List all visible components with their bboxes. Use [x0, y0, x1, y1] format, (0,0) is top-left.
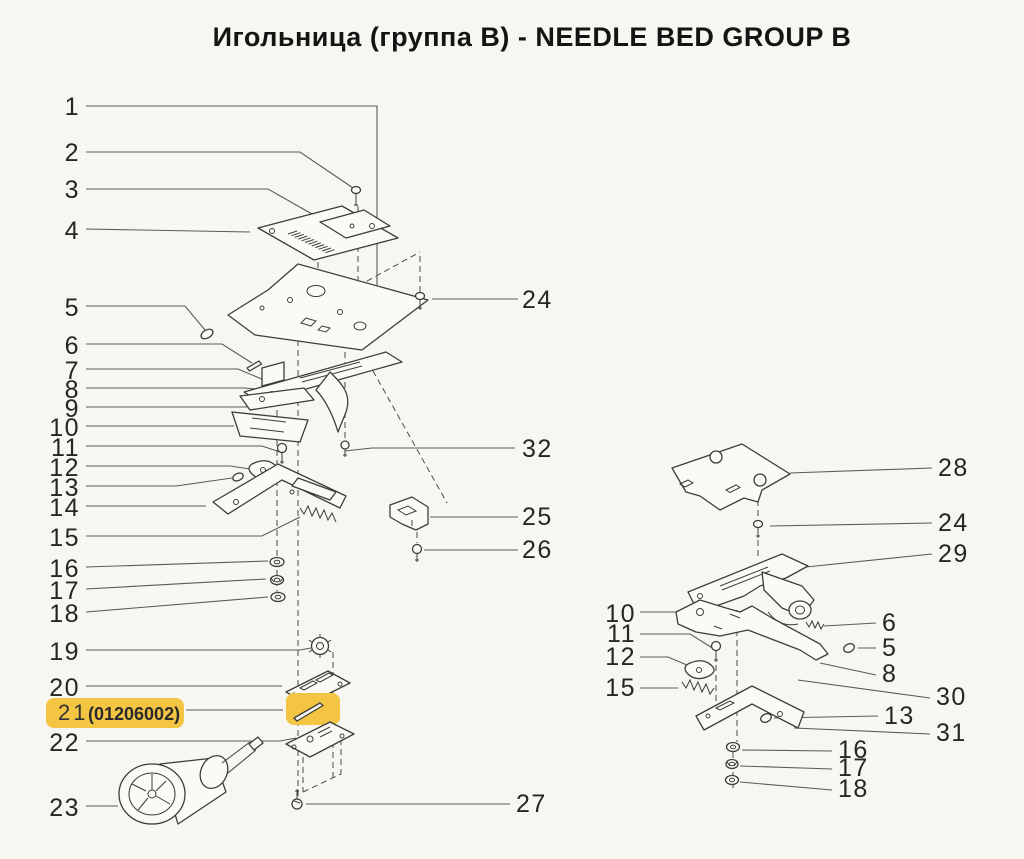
- spring-part-15: [299, 504, 337, 523]
- highlighted-callout-21: 21 (01206002): [46, 698, 184, 728]
- highlighted-pin-part-21: [286, 693, 340, 725]
- lever-plate-part-30: [675, 599, 829, 661]
- highlighted-part-code: (01206002): [88, 704, 180, 724]
- callout-labels-left-view: 1 2 3 4 5 6 7 8 9 10 11 12 13 14 15 16 1…: [49, 93, 80, 822]
- callout-27: 27: [516, 790, 547, 818]
- callout-28: 28: [938, 454, 969, 482]
- mounting-bar: [319, 209, 391, 239]
- v-plate-part-31: [695, 685, 805, 731]
- nut-part-17-right: [725, 758, 739, 770]
- callout-18: 18: [49, 600, 80, 628]
- callout-22: 22: [49, 729, 80, 757]
- callout-24: 24: [522, 286, 553, 314]
- oval-washer-part-13: [232, 472, 244, 482]
- callout-15-right: 15: [605, 674, 636, 702]
- callout-12: 12: [49, 454, 80, 482]
- callout-17-right: 17: [838, 754, 869, 782]
- screw-part-24: [414, 291, 426, 310]
- callout-3: 3: [65, 176, 80, 204]
- callout-30: 30: [936, 683, 967, 711]
- callout-2: 2: [65, 139, 80, 167]
- callout-32: 32: [522, 435, 553, 463]
- callout-14: 14: [49, 494, 80, 522]
- callout-10: 10: [49, 414, 80, 442]
- bracket-part-10: [231, 411, 309, 443]
- bracket-part-25: [389, 496, 429, 531]
- blade-lever-part-8: [315, 371, 349, 433]
- spring-part-6-right: [805, 619, 825, 631]
- callout-17: 17: [49, 577, 80, 605]
- washer-part-18-right: [724, 774, 740, 786]
- oval-washer-part-13-right: [760, 713, 772, 723]
- callout-11: 11: [51, 434, 80, 462]
- callout-5-right: 5: [882, 634, 897, 662]
- leader-lines-left-view: [85, 105, 518, 807]
- washer-part-18: [270, 591, 286, 603]
- callout-highlight: [46, 698, 184, 728]
- plate-assembly-part-22: [285, 721, 355, 758]
- callout-13: 13: [49, 474, 80, 502]
- washer-part-16-right: [725, 741, 741, 753]
- v-plate-part-14: [212, 463, 347, 515]
- rail-roller-part-29: [687, 553, 815, 626]
- callout-8-right: 8: [882, 660, 897, 688]
- callout-12-right: 12: [605, 643, 636, 671]
- callout-20: 20: [49, 674, 80, 702]
- callout-6: 6: [65, 332, 80, 360]
- cam-part-12-right: [684, 660, 715, 680]
- callout-16: 16: [49, 555, 80, 583]
- callout-25: 25: [522, 503, 553, 531]
- screw-part-2: [350, 185, 362, 206]
- callout-labels-right-view-right: 28 24 29 6 5 8 30 13 31 16 17 18: [838, 454, 969, 803]
- nut-part-17: [269, 574, 285, 586]
- callout-18-right: 18: [838, 775, 869, 803]
- callout-16-right: 16: [838, 736, 869, 764]
- screw-part-27: [291, 789, 303, 810]
- cover-plate-part-28: [671, 443, 791, 511]
- knob-part-23: [118, 736, 264, 825]
- callout-11-right: 11: [607, 620, 636, 648]
- base-plate-part-1: [227, 263, 429, 351]
- ball-screw-part-11: [276, 442, 288, 464]
- oval-washer-part-5-right: [843, 643, 855, 653]
- highlighted-part-number: 21: [58, 700, 88, 725]
- callout-23: 23: [49, 794, 80, 822]
- callout-15: 15: [49, 524, 80, 552]
- washer-part-16: [269, 556, 285, 568]
- screw-part-32: [340, 440, 350, 457]
- ball-screw-part-11-right: [710, 640, 722, 662]
- callout-10-right: 10: [605, 600, 636, 628]
- page-title: Игольница (группа B) - NEEDLE BED GROUP …: [212, 22, 852, 52]
- slider-bar-part-7: [243, 351, 403, 403]
- screw-part-26: [411, 543, 423, 562]
- oval-washer-part-5: [200, 328, 214, 340]
- callout-labels-right-view-left: 10 11 12 15: [605, 600, 636, 702]
- callout-19: 19: [49, 638, 80, 666]
- callout-13-right: 13: [884, 702, 915, 730]
- callout-26: 26: [522, 536, 553, 564]
- callout-8: 8: [65, 376, 80, 404]
- callout-labels-left-view-right: 24 32 25 26 27: [516, 286, 553, 818]
- screw-part-24-right: [752, 519, 764, 538]
- callout-9: 9: [65, 395, 80, 423]
- callout-1: 1: [65, 93, 80, 121]
- pin-part-6: [246, 360, 263, 372]
- callout-7: 7: [65, 357, 80, 385]
- callout-29: 29: [938, 540, 969, 568]
- plate-part-9: [239, 387, 315, 411]
- spring-part-15-right: [681, 678, 715, 696]
- gear-nut-part-19: [308, 634, 332, 658]
- callout-5: 5: [65, 294, 80, 322]
- callout-6-right: 6: [882, 609, 897, 637]
- callout-31: 31: [936, 719, 967, 747]
- callout-24-right: 24: [938, 509, 969, 537]
- callout-4: 4: [65, 217, 80, 245]
